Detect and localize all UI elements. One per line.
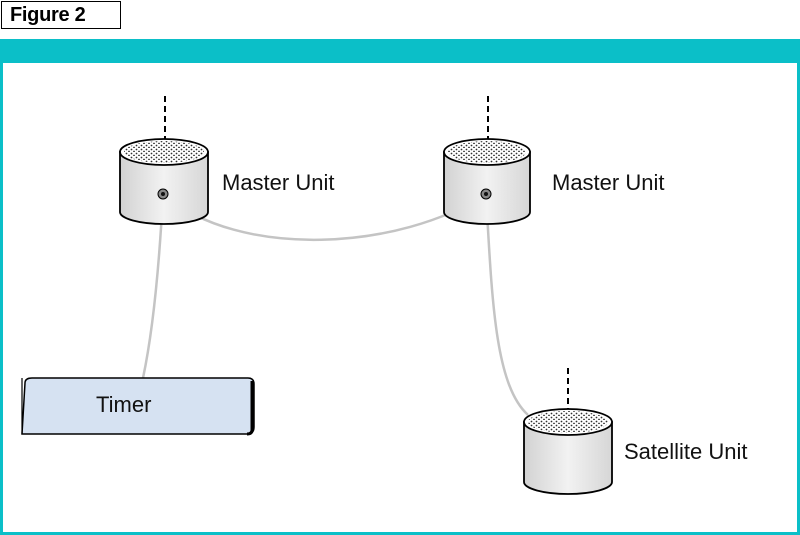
master-unit-speaker-icon [119,96,209,225]
timer-box [21,377,255,436]
cable-master1-timer [141,193,165,379]
satellite-unit-speaker-icon [523,368,613,495]
timer-label: Timer [96,392,151,417]
master-unit-1-label: Master Unit [222,170,334,195]
master-unit-2-label: Master Unit [552,170,664,195]
cable-master1-master2 [162,192,487,241]
diagram-frame [0,39,800,535]
cable-master2-satellite [484,193,529,416]
satellite-unit-label: Satellite Unit [624,439,748,464]
figure-label: Figure 2 [1,1,121,29]
master-unit-speaker-icon [443,96,531,225]
